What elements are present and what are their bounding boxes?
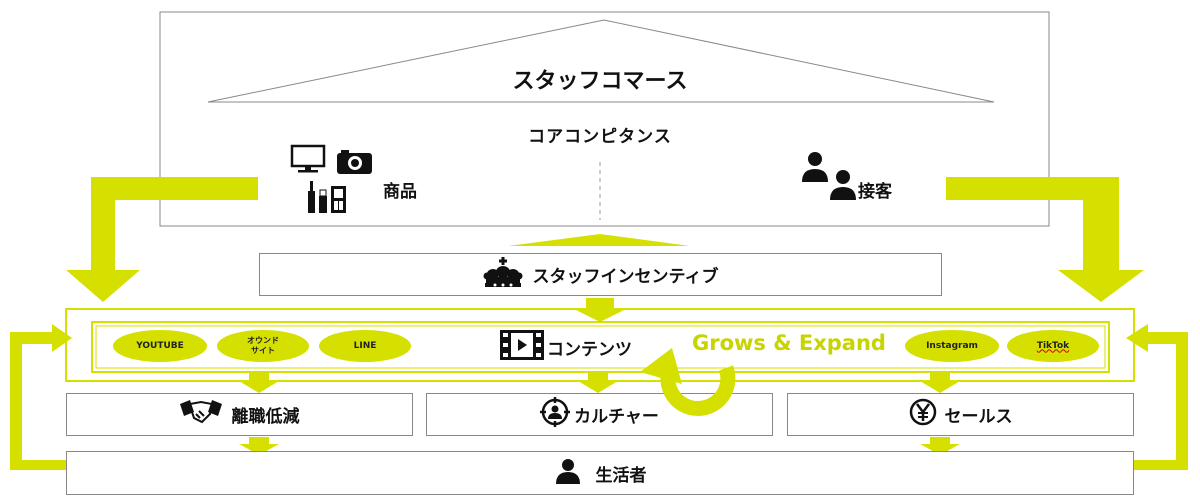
- channel-youtube: YOUTUBE: [113, 330, 207, 362]
- result-box-culture: カルチャー: [426, 393, 773, 436]
- top-title: スタッフコマース: [512, 69, 688, 94]
- result-label-sales: セールス: [944, 407, 1013, 427]
- right-feedback-loop: [1126, 324, 1188, 470]
- handshake-icon: [179, 398, 222, 431]
- channel-owned-site: オウンド サイト: [217, 330, 309, 362]
- staff-incentive-box: スタッフインセンティブ: [259, 253, 942, 296]
- result-box-turnover: 離職低減: [66, 393, 413, 436]
- cosmetics-icon: [306, 180, 348, 220]
- result-label-turnover: 離職低減: [231, 407, 300, 427]
- incentive-label: スタッフインセンティブ: [532, 267, 719, 287]
- channel-tiktok-label: TikTok: [1036, 340, 1070, 351]
- left-feedback-loop: [10, 324, 72, 470]
- result-box-sales: セールス: [787, 393, 1134, 436]
- result-label-culture: カルチャー: [574, 407, 659, 427]
- grows-expand-label: Grows & Expand: [692, 331, 886, 355]
- core-competence-label: コアコンピタンス: [528, 127, 672, 147]
- consumer-box: 生活者: [66, 451, 1134, 495]
- monitor-icon: [290, 144, 328, 178]
- right-flow-arrow: [946, 177, 1144, 302]
- channel-tiktok: TikTok: [1007, 330, 1099, 362]
- contents-label: コンテンツ: [547, 340, 632, 360]
- crown-icon: [483, 257, 523, 292]
- up-triangle: [508, 234, 690, 246]
- person-icon: [554, 457, 582, 490]
- camera-icon: [336, 148, 374, 180]
- people-icon: [800, 150, 858, 206]
- product-label: 商品: [383, 182, 417, 202]
- channel-owned-site-label: オウンド サイト: [247, 336, 279, 355]
- consumer-label: 生活者: [595, 465, 647, 486]
- channel-instagram: Instagram: [905, 330, 999, 362]
- channel-line: LINE: [319, 330, 411, 362]
- service-label: 接客: [858, 182, 892, 202]
- yen-icon: [909, 398, 937, 431]
- culture-target-icon: [540, 397, 571, 432]
- film-play-icon: [500, 330, 544, 364]
- left-flow-arrow: [66, 177, 258, 302]
